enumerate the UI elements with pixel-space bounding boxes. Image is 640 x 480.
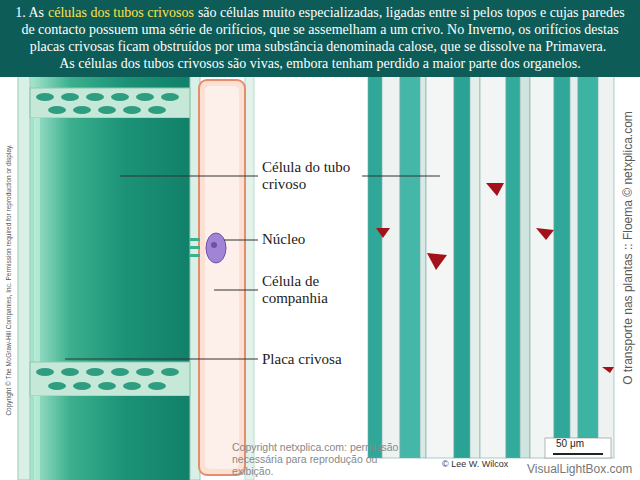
companion-cell-drawing xyxy=(190,238,200,241)
sieve-plate xyxy=(30,362,190,396)
leader-lines xyxy=(214,290,258,291)
sieve-plate xyxy=(136,368,154,376)
leader-lines xyxy=(65,176,440,359)
micrograph xyxy=(400,76,420,458)
micrograph xyxy=(520,76,530,458)
sieve-tube-drawing xyxy=(34,118,40,362)
companion-cell-drawing xyxy=(199,80,245,475)
sieve-plate xyxy=(73,382,91,390)
sieve-plate xyxy=(136,93,154,101)
heading-highlight: células dos tubos crivosos xyxy=(48,5,194,20)
sieve-tube-drawing xyxy=(30,118,190,362)
micrograph xyxy=(376,228,390,238)
micrograph xyxy=(368,76,614,458)
sieve-plate xyxy=(48,106,66,114)
sieve-tube-drawing xyxy=(18,76,200,480)
sieve-plate xyxy=(111,93,129,101)
sieve-plate xyxy=(30,362,190,396)
micrograph xyxy=(427,253,447,270)
sieve-plate xyxy=(86,93,104,101)
micrograph xyxy=(420,76,426,458)
heading-band: 1. Ascélulas dos tubos crivosossão célul… xyxy=(0,0,640,77)
watermark: O transporte nas plantas :: Floema © net… xyxy=(621,111,635,385)
sieve-plate xyxy=(48,382,66,390)
sieve-plate xyxy=(30,88,190,118)
companion-cell-drawing xyxy=(206,233,226,263)
micrograph xyxy=(536,228,554,240)
micrograph xyxy=(382,76,400,458)
sieve-plate xyxy=(98,382,116,390)
sieve-plate xyxy=(123,106,141,114)
micrograph xyxy=(598,76,614,458)
sieve-plate xyxy=(123,382,141,390)
micrograph xyxy=(570,76,578,458)
leader-lines xyxy=(362,176,440,177)
sieve-plate xyxy=(73,106,91,114)
sieve-plate xyxy=(30,88,190,118)
sieve-plate xyxy=(148,106,166,114)
part-label: Célula do tubo crivoso xyxy=(262,159,362,193)
sieve-tube-drawing xyxy=(190,76,191,480)
sieve-plate xyxy=(61,368,79,376)
scale-label: 50 μm xyxy=(556,438,606,450)
micrograph xyxy=(368,76,382,458)
part-label: Célula de companhia xyxy=(262,273,362,307)
micrograph xyxy=(454,76,470,458)
copyright-note: Copyright netxplica.com: permissão neces… xyxy=(232,441,417,477)
micrograph xyxy=(486,183,504,196)
leader-lines xyxy=(120,176,258,177)
micrograph xyxy=(602,367,614,373)
micrograph xyxy=(506,76,520,458)
micrograph xyxy=(480,76,506,458)
companion-cell-drawing xyxy=(211,242,217,248)
part-label: Núcleo xyxy=(262,231,362,248)
micrograph xyxy=(368,76,614,458)
companion-cell-drawing xyxy=(190,254,200,257)
sieve-plate xyxy=(111,368,129,376)
part-label: Placa crivosa xyxy=(262,351,372,368)
companion-cell-drawing xyxy=(190,76,254,480)
micrograph xyxy=(554,76,570,458)
companion-cell-drawing xyxy=(205,86,239,469)
sieve-plate xyxy=(161,93,179,101)
leader-lines xyxy=(224,240,258,241)
micrograph xyxy=(578,76,598,458)
watermark: VisualLightBox.com xyxy=(527,462,637,476)
micrograph xyxy=(368,76,614,458)
sieve-plate xyxy=(98,106,116,114)
sieve-tube-drawing xyxy=(18,76,200,480)
sieve-plate xyxy=(148,382,166,390)
sieve-tube-drawing xyxy=(34,396,40,480)
leader-lines xyxy=(65,359,258,360)
companion-cell-drawing xyxy=(245,76,254,480)
sieve-tube-drawing xyxy=(30,396,190,480)
micrograph xyxy=(545,438,611,458)
heading-text: As células dos tubos crivosos são vivas,… xyxy=(12,55,628,72)
heading-paragraph: 1. Ascélulas dos tubos crivosossão célul… xyxy=(12,4,628,55)
micrograph xyxy=(426,76,454,458)
heading-text: 1. As xyxy=(15,5,44,20)
micrograph xyxy=(553,453,603,455)
sieve-tube-drawing xyxy=(30,76,31,480)
companion-cell-drawing xyxy=(190,246,200,249)
micrograph xyxy=(530,76,554,458)
sieve-plate xyxy=(36,368,54,376)
copyright-note: Copyright © The McGraw-Hill Companies, I… xyxy=(5,144,13,415)
micrograph xyxy=(470,76,480,458)
sieve-plate xyxy=(86,368,104,376)
sieve-plate xyxy=(161,368,179,376)
sieve-plate xyxy=(61,93,79,101)
sieve-plate xyxy=(36,93,54,101)
sieve-tube-drawing xyxy=(30,76,190,88)
